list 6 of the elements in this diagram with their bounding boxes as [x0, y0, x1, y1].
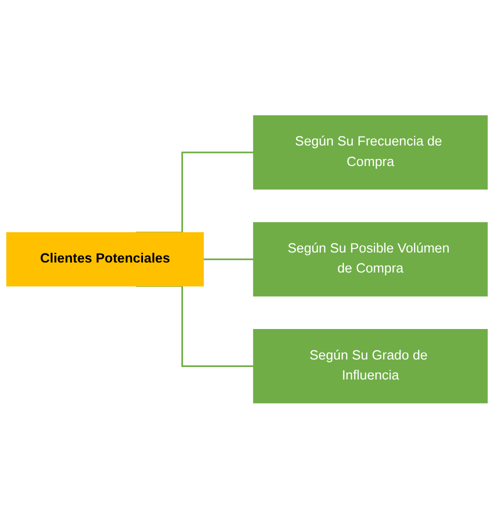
connector: [136, 152, 254, 234]
node-box: Según Su Frecuencia de Compra: [253, 115, 488, 190]
node-box: Según Su Posible Volúmen de Compra: [253, 222, 488, 297]
node-box: Según Su Grado de Influencia: [253, 329, 488, 404]
node-box: Clientes Potenciales: [6, 232, 204, 287]
connector: [203, 258, 254, 260]
